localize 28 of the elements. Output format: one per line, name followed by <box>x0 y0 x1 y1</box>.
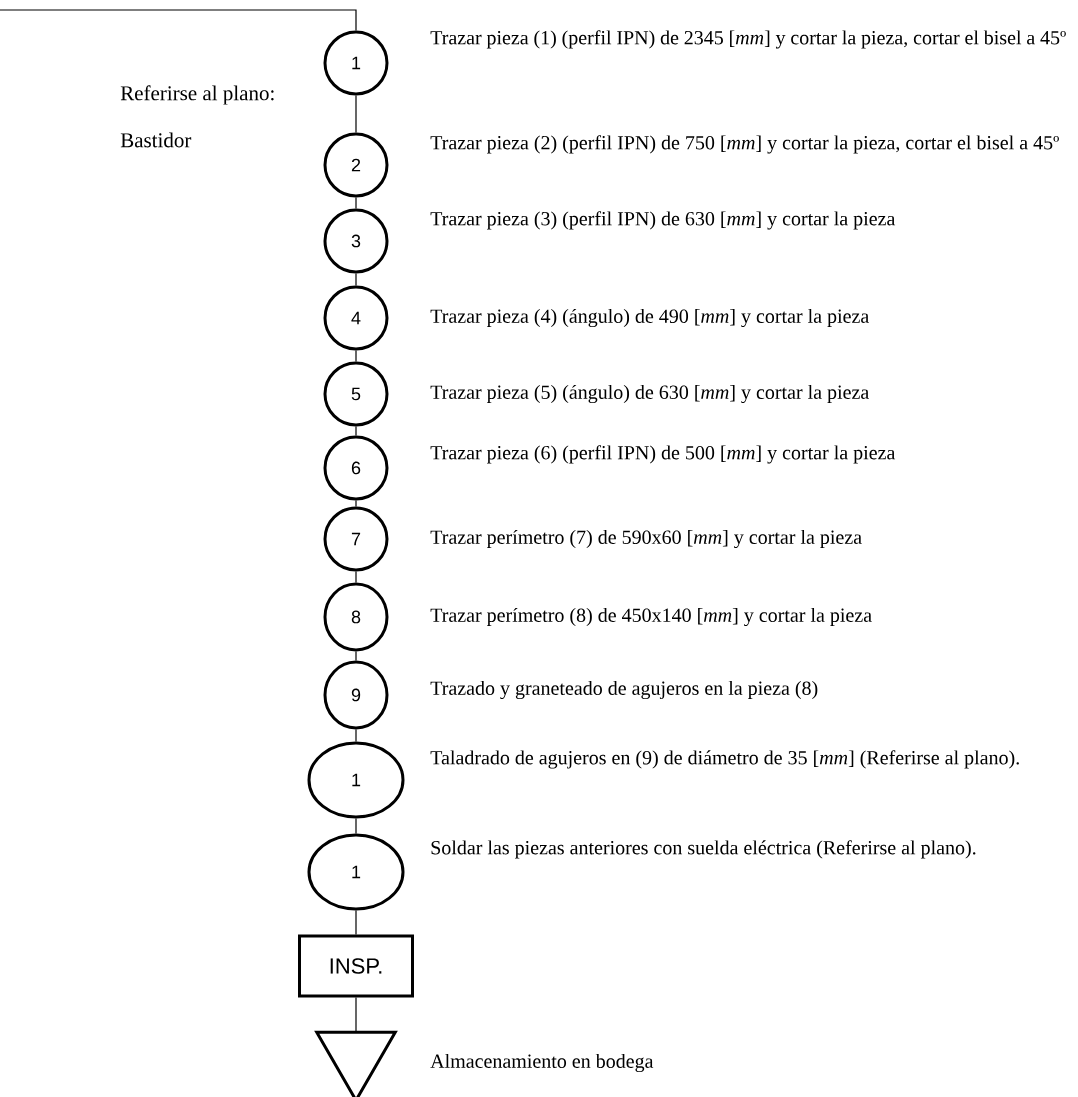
connector-line <box>355 272 357 287</box>
step-description: Almacenamiento en bodega <box>430 1053 654 1073</box>
connector-line <box>355 728 357 743</box>
step-description: Taladrado de agujeros en (9) de diámetro de 35 [mm] (Referirse al plano). <box>430 750 1019 769</box>
step-description: Trazar pieza (3) (perfil IPN) de 630 [mm] y cortar la pieza <box>430 211 896 230</box>
connector-line <box>355 94 357 134</box>
connector-line <box>355 650 357 662</box>
connector-line <box>355 817 357 835</box>
step-description: Trazar perímetro (7) de 590x60 [mm] y cortar la pieza <box>430 529 862 549</box>
step-description: Trazar pieza (4) (ángulo) de 490 [mm] y cortar la pieza <box>430 308 869 328</box>
connector-line <box>355 909 357 936</box>
connector-line <box>0 9 357 32</box>
connector-line <box>355 425 357 437</box>
inspection-box: INSP. <box>298 934 414 998</box>
connector-line <box>355 996 357 1033</box>
step-description: Trazar pieza (5) (ángulo) de 630 [mm] y cortar la pieza <box>430 384 869 404</box>
connector-line <box>355 570 357 584</box>
step-description: Trazar perímetro (8) de 450x140 [mm] y cortar la pieza <box>430 607 872 627</box>
step-description: Trazar pieza (2) (perfil IPN) de 750 [mm] y cortar la pieza, cortar el bisel a 45º <box>430 135 1059 154</box>
reference-note: Referirse al plano: <box>120 85 274 105</box>
connector-line <box>355 349 357 363</box>
step-description: Trazar pieza (1) (perfil IPN) de 2345 [mm] y cortar la pieza, cortar el bisel a 45º <box>430 30 1066 49</box>
connector-line <box>355 499 357 508</box>
step-description: Trazar pieza (6) (perfil IPN) de 500 [mm] y cortar la pieza <box>430 445 896 464</box>
step-description: Trazado y graneteado de agujeros en la pieza (8) <box>430 680 818 700</box>
step-description: Soldar las piezas anteriores con suelda eléctrica (Referirse al plano). <box>431 840 976 859</box>
connector-line <box>355 196 357 210</box>
reference-note: Bastidor <box>120 132 192 148</box>
